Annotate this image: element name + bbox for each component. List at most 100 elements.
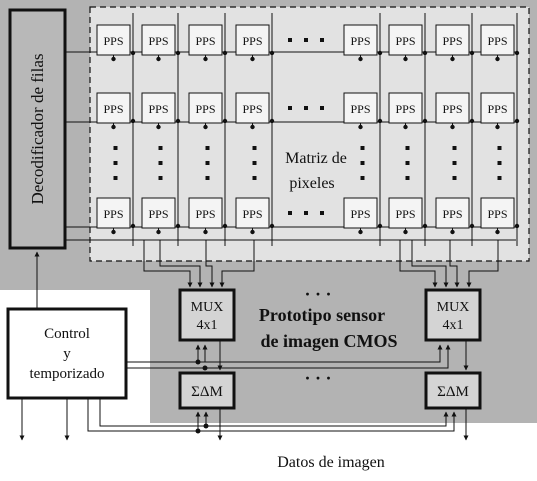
junction-dot — [469, 50, 475, 56]
data-output-arrows — [217, 408, 469, 441]
column-ellipsis-dot — [205, 161, 210, 165]
matrix-ellipsis-dots — [113, 38, 502, 215]
pixel-cell-label: PPS — [350, 34, 370, 48]
pixel-cell-label: PPS — [395, 207, 415, 221]
pixel-cell — [343, 24, 378, 56]
sensor-title-line1: Prototipo sensor — [259, 305, 385, 325]
pixel-cell-label: PPS — [442, 34, 462, 48]
row-decoder-label: Decodificador de filas — [28, 53, 47, 204]
pixel-cell-label: PPS — [442, 207, 462, 221]
pixel-cell — [435, 92, 470, 124]
sdm-right-label: ΣΔM — [437, 384, 469, 400]
row-decoder-block — [8, 8, 67, 250]
pixel-cell — [96, 24, 131, 56]
row-ellipsis-dot — [320, 106, 324, 110]
control-line1: Control — [44, 326, 90, 342]
pixel-cell — [188, 197, 223, 229]
junction-dot — [130, 118, 136, 124]
pixel-cell — [188, 92, 223, 124]
pixel-cell-label: PPS — [103, 34, 123, 48]
row-ellipsis-dot — [320, 211, 324, 215]
output-caption: Datos de imagen — [277, 454, 385, 471]
column-ellipsis-dot — [497, 146, 502, 150]
pixel-cell-label: PPS — [350, 207, 370, 221]
column-ellipsis-dot — [360, 176, 365, 180]
control-line3: temporizado — [30, 366, 105, 382]
pixel-cell-label: PPS — [242, 102, 262, 116]
column-ellipsis-dot — [405, 176, 410, 180]
junction-dot — [222, 50, 228, 56]
sensor-title-line2: de imagen CMOS — [261, 331, 398, 351]
mux-block-left — [178, 288, 236, 342]
column-ellipsis-dot — [252, 176, 257, 180]
control-down-arrows — [19, 398, 70, 441]
pixel-cell — [235, 24, 270, 56]
column-ellipsis-dot — [113, 176, 118, 180]
sdm-block-left — [178, 371, 236, 410]
pixel-cell — [388, 197, 423, 229]
sdm-block-right — [424, 371, 482, 410]
column-ellipsis-dot — [452, 176, 457, 180]
row-ellipsis-dot — [288, 211, 292, 215]
pixel-cell — [480, 197, 515, 229]
column-ellipsis-dot — [497, 176, 502, 180]
control-block — [6, 307, 128, 400]
matrix-label-line2: pixeles — [289, 175, 334, 192]
column-ellipsis-dot — [252, 161, 257, 165]
pixel-cell-label: PPS — [442, 102, 462, 116]
pixel-cell-label: PPS — [487, 34, 507, 48]
junction-dot — [377, 118, 383, 124]
control-signal-lines — [87, 344, 457, 432]
column-bus-left — [143, 240, 255, 288]
mux-ellipsis: · · · — [304, 284, 331, 304]
junction-dot — [469, 223, 475, 229]
pixel-cell-label: PPS — [242, 34, 262, 48]
column-ellipsis-dot — [113, 161, 118, 165]
pixel-cell-label: PPS — [148, 102, 168, 116]
junction-dot — [175, 118, 181, 124]
matrix-label-line1: Matriz de — [285, 150, 347, 167]
column-ellipsis-dot — [113, 146, 118, 150]
junction-dot — [422, 223, 428, 229]
mux-to-sdm-arrows — [217, 340, 469, 371]
pixel-cell-label: PPS — [350, 102, 370, 116]
sdm-left-label: ΣΔM — [191, 384, 223, 400]
column-ellipsis-dot — [405, 161, 410, 165]
column-ellipsis-dot — [497, 161, 502, 165]
control-junction-dots — [195, 359, 209, 434]
junction-dot — [269, 50, 275, 56]
junction-dot — [175, 50, 181, 56]
pixel-cell-label: PPS — [195, 207, 215, 221]
junction-dot — [514, 223, 520, 229]
pixel-cell — [141, 24, 176, 56]
pixel-cell — [435, 197, 470, 229]
pixel-cell-label: PPS — [395, 102, 415, 116]
pixel-grid: PPS PPS PPS PPS PPS PPS PPS PPS PPS PPS PPS PPS PPS P… — [96, 24, 520, 235]
junction-dot — [514, 50, 520, 56]
column-bus-right — [399, 240, 499, 288]
pixel-cell-label: PPS — [395, 34, 415, 48]
pixel-cell-label: PPS — [103, 207, 123, 221]
pixel-cell-label: PPS — [487, 207, 507, 221]
pixel-cell — [480, 92, 515, 124]
column-ellipsis-dot — [158, 176, 163, 180]
column-ellipsis-dot — [360, 161, 365, 165]
pixel-cell — [235, 197, 270, 229]
pixel-cell-label: PPS — [195, 102, 215, 116]
mux-left-line1: MUX — [191, 300, 224, 315]
pixel-cell — [188, 24, 223, 56]
junction-dot — [514, 118, 520, 124]
pixel-cell-label: PPS — [487, 102, 507, 116]
row-ellipsis-dot — [304, 106, 308, 110]
column-ellipsis-dot — [252, 146, 257, 150]
junction-dot — [422, 118, 428, 124]
junction-dot — [222, 118, 228, 124]
column-ellipsis-dot — [205, 146, 210, 150]
control-line2: y — [63, 346, 71, 362]
mux-right-line1: MUX — [437, 300, 470, 315]
junction-dot — [469, 118, 475, 124]
row-ellipsis-dot — [304, 211, 308, 215]
junction-dot — [377, 50, 383, 56]
junction-dot — [422, 50, 428, 56]
